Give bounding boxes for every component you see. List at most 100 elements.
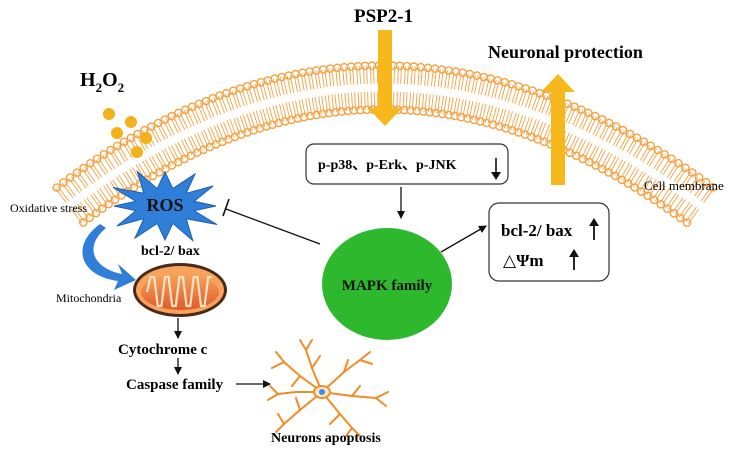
lipid-tail (680, 171, 692, 187)
lipid-tail (111, 149, 122, 165)
lipid-head (708, 182, 718, 192)
lipid-head (367, 61, 377, 70)
lipid-tail (498, 81, 504, 100)
lipid-tail (673, 166, 685, 183)
lipid-tail (444, 70, 448, 89)
lipid-tail (328, 68, 332, 87)
lipid-tail (338, 67, 341, 86)
lipid-tail (646, 179, 657, 196)
lipid-head (65, 173, 75, 182)
caspase-label: Caspase family (126, 377, 224, 393)
lipid-tail (169, 116, 179, 134)
lipid-head (86, 158, 95, 168)
lipid-tail (427, 94, 431, 113)
lipid-tail (203, 129, 212, 147)
lipid-head (104, 199, 113, 209)
lipid-tail (535, 121, 544, 139)
lipid-head (430, 64, 440, 73)
lipid-tail (151, 155, 161, 172)
lipid-tail (616, 160, 626, 178)
neuron-dendrite (351, 427, 361, 437)
lipid-head (676, 213, 685, 223)
neuron-dendrite (269, 385, 279, 395)
lipid-tail (292, 101, 297, 119)
lipid-head (59, 178, 68, 187)
lipid-tail (393, 65, 395, 84)
lipid-tail (289, 75, 295, 93)
lipid-tail (196, 132, 206, 150)
lipid-tail (115, 146, 126, 163)
lipid-tail (57, 186, 70, 202)
lipid-tail (609, 157, 620, 174)
lipid-tail (635, 142, 646, 159)
lipid-tail (606, 125, 616, 142)
lipid-tail (587, 145, 597, 162)
lipid-tail (437, 95, 441, 114)
lipid-tail (265, 80, 272, 99)
lipid-tail (197, 104, 206, 122)
lipid-tail (334, 94, 338, 113)
lipid-tail (102, 154, 113, 171)
h2o2-molecules (103, 108, 152, 158)
lipid-tail (475, 102, 480, 121)
lipid-tail (176, 113, 186, 131)
ros-label: ROS (146, 195, 183, 215)
lipid-tail (279, 77, 285, 95)
lipid-tail (507, 84, 514, 103)
lipid-tail (646, 148, 657, 165)
lipid-tail (538, 94, 546, 113)
lipid-tail (174, 143, 184, 160)
lipid-tail (405, 92, 408, 111)
lipid-tail (590, 146, 600, 164)
lipid-tail (229, 119, 237, 137)
lipid-tail (351, 92, 354, 111)
lipid-tail (359, 66, 362, 85)
mapk-inhibits-ros-line (225, 208, 321, 245)
lipid-tail (262, 108, 269, 127)
lipid-tail (592, 118, 602, 136)
neuron-nucleus (319, 389, 325, 395)
lipid-tail (521, 88, 528, 107)
lipid-tail (354, 92, 357, 111)
lipid-tail (585, 115, 595, 132)
lipid-tail (583, 143, 593, 160)
psp-down-arrow (368, 30, 402, 126)
lipid-tail (357, 92, 360, 111)
lipid-tail (487, 78, 493, 97)
lipid-tail (252, 84, 259, 103)
lipid-tail (685, 207, 697, 223)
neuron-dendrite (351, 385, 361, 397)
lipid-tail (668, 194, 680, 210)
lipid-tail (411, 92, 415, 111)
lipid-tail (125, 171, 136, 187)
lipid-tail (179, 112, 188, 129)
lipid-tail (440, 69, 444, 88)
lipid-tail (578, 112, 588, 129)
lipid-tail (437, 69, 441, 88)
lipid-tail (157, 151, 168, 169)
lipid-tail (340, 93, 344, 112)
lipid-tail (574, 110, 584, 127)
lipid-tail (655, 185, 666, 202)
lipid-head (444, 66, 454, 75)
neuron-dendrite (375, 397, 387, 407)
lipid-tail (261, 81, 268, 100)
lipid-tail (661, 189, 673, 206)
lipid-tail (367, 91, 369, 110)
mapk-to-bcl-arrow (440, 225, 487, 253)
lipid-tail (220, 122, 228, 140)
delta-psi-label: △Ψm (503, 251, 544, 270)
neuron-dendrite (345, 427, 353, 437)
lipid-tail (122, 142, 133, 159)
lipid-tail (596, 149, 606, 167)
lipid-tail (524, 90, 532, 108)
lipid-tail (574, 138, 584, 156)
lipid-tail (603, 153, 613, 170)
lipid-head (291, 69, 300, 79)
lipid-tail (238, 88, 245, 107)
lipid-tail (484, 78, 490, 96)
lipid-tail (652, 183, 664, 200)
lipid-head (339, 62, 349, 72)
lipid-tail (615, 130, 625, 147)
